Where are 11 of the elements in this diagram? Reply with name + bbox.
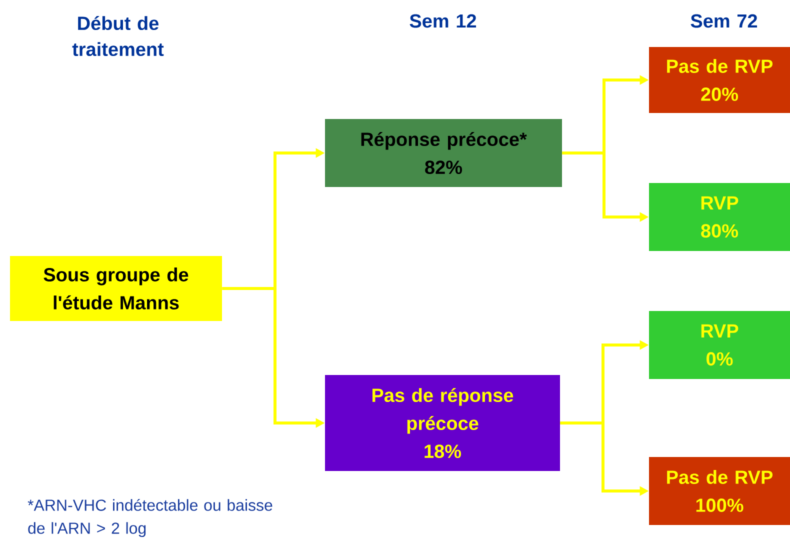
column-heading: Sem 12 (410, 14, 476, 28)
footnote: *ARN-VHC indétectable ou baisse de l'ARN > 2 log (28, 498, 272, 538)
flow-box: Pas de RVP 100% (649, 457, 790, 525)
column-heading: Sem 72 (690, 14, 758, 28)
flow-box: RVP 80% (649, 183, 790, 251)
flow-box: Pas de RVP 20% (649, 47, 790, 113)
flow-box: Réponse précoce* 82% (325, 119, 562, 187)
flow-box: Sous groupe de l'étude Manns (10, 256, 222, 321)
flow-box: Pas de réponse précoce 18% (325, 375, 560, 471)
column-heading: Début de traitement (72, 16, 164, 56)
flow-box: RVP 0% (649, 311, 790, 379)
